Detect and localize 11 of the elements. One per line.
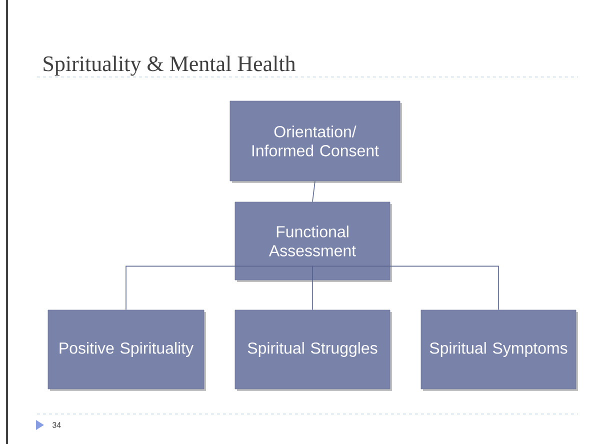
connector (312, 180, 316, 202)
process-box: Orientation/ Informed Consent (230, 100, 402, 183)
connector (126, 266, 313, 310)
connector (312, 266, 499, 310)
title: Spirituality & Mental Health (44, 56, 296, 76)
process-box: Functional Assessment (234, 202, 392, 282)
process-box: Spiritual Symptoms (420, 310, 578, 391)
connector (312, 280, 313, 310)
page-number: 34 (52, 422, 61, 428)
process-box: Spiritual Struggles (234, 310, 392, 391)
process-box: Positive Spirituality (48, 310, 206, 391)
